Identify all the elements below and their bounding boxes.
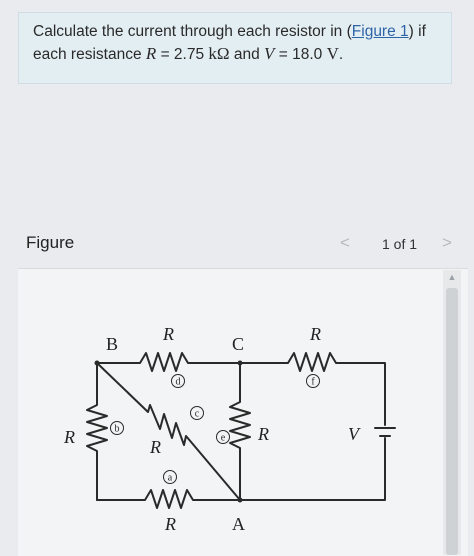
problem-text-part: Calculate the current through each resis… bbox=[33, 23, 352, 40]
node-label-a: A bbox=[232, 514, 245, 534]
resistor-id-e: e bbox=[221, 433, 226, 444]
problem-text-part: . bbox=[338, 46, 344, 63]
resistor-id-c: c bbox=[195, 409, 200, 420]
figure-title: Figure bbox=[26, 233, 75, 252]
resistor-id-a-circle bbox=[163, 470, 177, 484]
resistor-label-d: R bbox=[162, 324, 174, 344]
resistor-label-c: R bbox=[149, 437, 161, 457]
figure-pager: < 1 of 1 > bbox=[340, 233, 462, 256]
resistor-label-a: R bbox=[164, 514, 176, 534]
v-symbol: V bbox=[264, 44, 275, 63]
node-b-dot bbox=[94, 360, 100, 366]
figure-link[interactable]: Figure 1 bbox=[351, 23, 409, 40]
node-label-b: B bbox=[106, 334, 118, 354]
next-figure-button[interactable]: > bbox=[442, 233, 452, 252]
problem-statement-box: Calculate the current through each resis… bbox=[18, 12, 452, 84]
resistor-id-a: a bbox=[168, 473, 173, 484]
resistor-d-wire bbox=[96, 352, 241, 372]
problem-text-part: and bbox=[229, 46, 265, 63]
r-symbol: R bbox=[145, 44, 157, 63]
node-c-dot bbox=[237, 360, 243, 366]
resistor-b-wire bbox=[86, 362, 108, 501]
resistor-label-f: R bbox=[309, 324, 321, 344]
r-unit: kΩ bbox=[208, 44, 230, 63]
r-value: = 2.75 bbox=[156, 46, 209, 63]
v-unit: V bbox=[326, 44, 339, 63]
resistor-id-d-circle bbox=[171, 374, 185, 388]
resistor-label-b: R bbox=[63, 427, 75, 447]
node-label-c: C bbox=[232, 334, 244, 354]
v-value: = 18.0 bbox=[274, 46, 327, 63]
resistor-c-wire bbox=[96, 362, 241, 501]
node-a-dot bbox=[237, 497, 243, 503]
resistor-id-c-circle bbox=[190, 406, 204, 420]
resistor-a-wire bbox=[96, 489, 241, 509]
resistor-id-f: f bbox=[311, 377, 315, 388]
figure-scrollbar-thumb[interactable] bbox=[446, 288, 458, 555]
right-wire-lower bbox=[239, 437, 386, 501]
battery-label-v: V bbox=[348, 424, 361, 444]
resistor-id-f-circle bbox=[306, 374, 320, 388]
resistor-id-b: b bbox=[115, 424, 120, 435]
resistor-id-d: d bbox=[176, 377, 181, 388]
problem-text-part: ) if each resistance bbox=[33, 23, 426, 63]
resistor-f-wire bbox=[239, 352, 386, 426]
resistor-id-e-circle bbox=[216, 430, 230, 444]
resistor-label-e: R bbox=[257, 424, 269, 444]
problem-text: Calculate the current through each resis… bbox=[33, 21, 443, 66]
previous-figure-button[interactable]: < bbox=[340, 233, 350, 252]
figure-count: 1 of 1 bbox=[382, 236, 418, 252]
resistor-e-wire bbox=[229, 362, 251, 501]
scroll-up-arrow-icon[interactable]: ▲ bbox=[447, 272, 457, 282]
resistor-id-b-circle bbox=[110, 421, 124, 435]
